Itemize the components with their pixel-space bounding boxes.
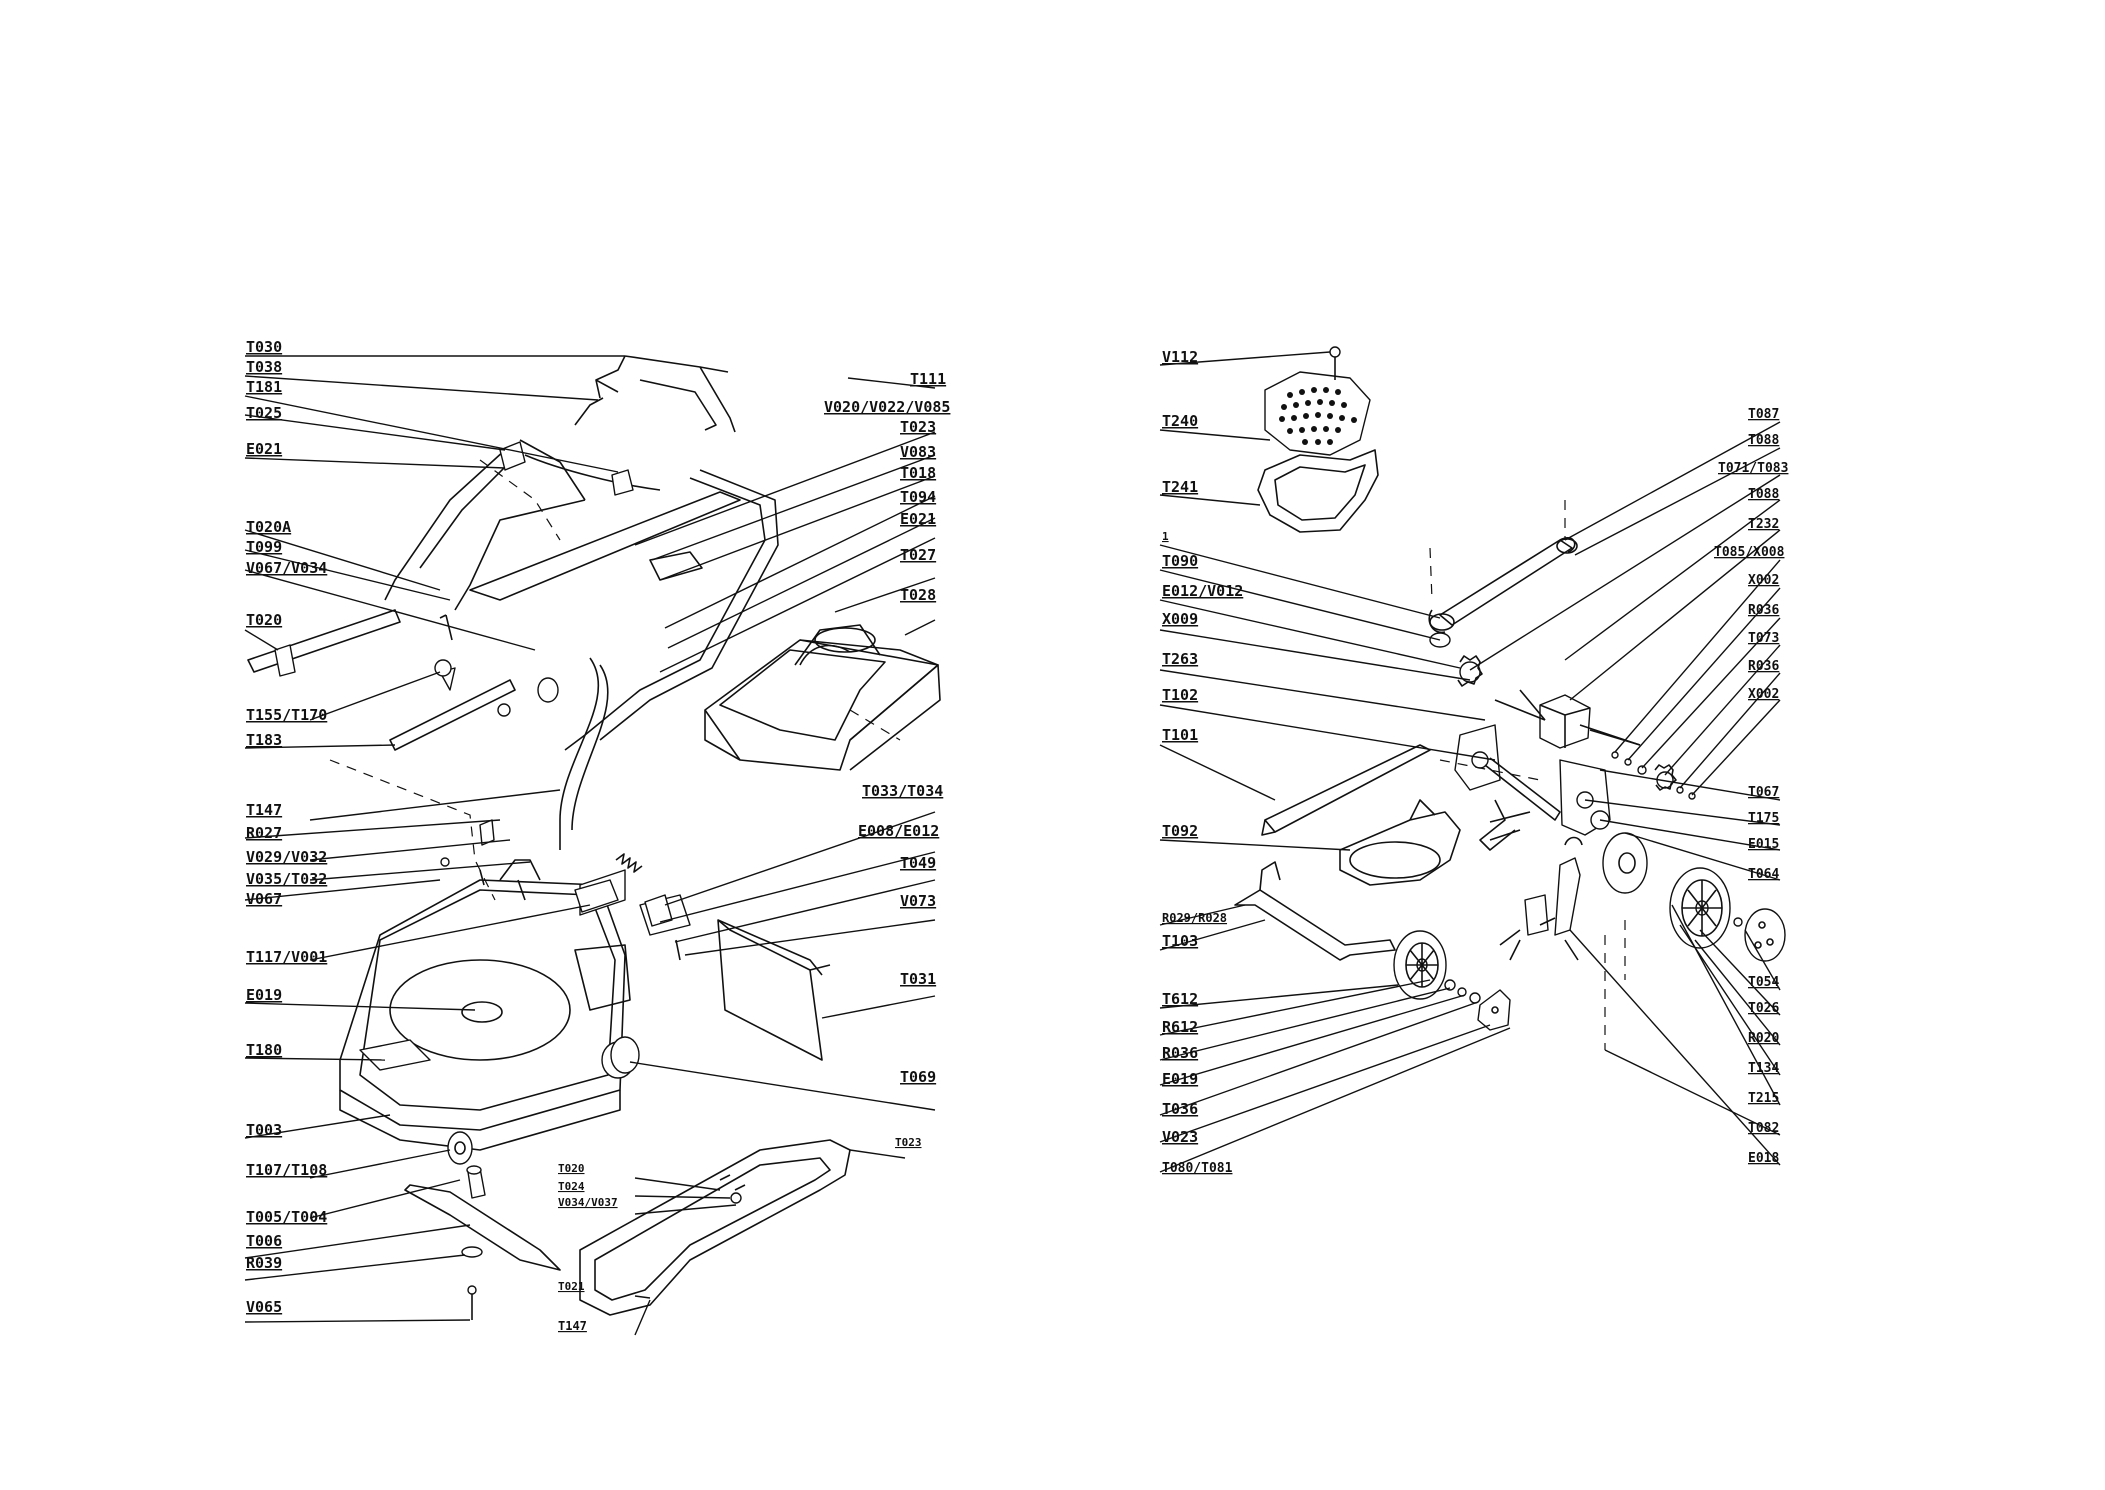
label-t215: T215 xyxy=(1748,1091,1779,1106)
label-v029-v032: V029/V032 xyxy=(246,848,327,866)
label-e021-right: E021 xyxy=(900,510,936,528)
label-t107-t108: T107/T108 xyxy=(246,1161,327,1179)
label-t175: T175 xyxy=(1748,811,1779,826)
label-t102: T102 xyxy=(1162,686,1198,704)
label-t080-t081: T080/T081 xyxy=(1162,1161,1233,1176)
label-t240: T240 xyxy=(1162,412,1198,430)
label-t049: T049 xyxy=(900,854,936,872)
label-r027: R027 xyxy=(246,824,282,842)
label-e021: E021 xyxy=(246,440,282,458)
label-t023-bottom: T023 xyxy=(895,1136,922,1149)
label-t241: T241 xyxy=(1162,478,1198,496)
label-x002-2: X002 xyxy=(1748,687,1779,702)
label-t082: T082 xyxy=(1748,1121,1779,1136)
label-t094: T094 xyxy=(900,488,936,506)
label-e019-right: E019 xyxy=(1162,1070,1198,1088)
label-t087: T087 xyxy=(1748,407,1779,422)
label-t064: T064 xyxy=(1748,867,1779,882)
label-t147-bottom: T147 xyxy=(558,1319,587,1333)
label-t020-bottom: T020 xyxy=(558,1162,585,1175)
label-t005-t004: T005/T004 xyxy=(246,1208,327,1226)
label-r612: R612 xyxy=(1162,1018,1198,1036)
label-t181: T181 xyxy=(246,378,282,396)
label-t155-t170: T155/T170 xyxy=(246,706,327,724)
label-t088-2: T088 xyxy=(1748,487,1779,502)
label-t232: T232 xyxy=(1748,517,1779,532)
label-e018: E018 xyxy=(1748,1151,1779,1166)
label-t134: T134 xyxy=(1748,1061,1779,1076)
label-t067: T067 xyxy=(1748,785,1779,800)
label-r036-r1: R036 xyxy=(1748,603,1779,618)
label-t612: T612 xyxy=(1162,990,1198,1008)
label-v073: V073 xyxy=(900,892,936,910)
label-t033-t034: T033/T034 xyxy=(862,782,943,800)
left-assembly-drawing xyxy=(247,355,941,1320)
label-r039: R039 xyxy=(246,1254,282,1272)
label-v083: V083 xyxy=(900,443,936,461)
label-v023: V023 xyxy=(1162,1128,1198,1146)
label-r029-r028: R029/R028 xyxy=(1162,911,1227,925)
label-x009: X009 xyxy=(1162,610,1198,628)
right-labels: V112 T240 T241 1 T090 E012/V012 X009 T26… xyxy=(1162,348,1788,1176)
label-t038: T038 xyxy=(246,358,282,376)
label-t183: T183 xyxy=(246,731,282,749)
label-t023: T023 xyxy=(900,418,936,436)
label-t028: T028 xyxy=(900,586,936,604)
label-t180: T180 xyxy=(246,1041,282,1059)
label-t018: T018 xyxy=(900,464,936,482)
label-t263: T263 xyxy=(1162,650,1198,668)
label-t099: T099 xyxy=(246,538,282,556)
label-e012-v012: E012/V012 xyxy=(1162,582,1243,600)
label-v067: V067 xyxy=(246,890,282,908)
label-t085-x008: T085/X008 xyxy=(1714,545,1785,560)
left-leader-lines xyxy=(244,355,936,1336)
label-t071-t083: T071/T083 xyxy=(1718,461,1788,476)
label-t027: T027 xyxy=(900,546,936,564)
label-t092: T092 xyxy=(1162,822,1198,840)
label-t030: T030 xyxy=(246,338,282,356)
label-1: 1 xyxy=(1162,530,1169,543)
label-v065: V065 xyxy=(246,1298,282,1316)
label-t036: T036 xyxy=(1162,1100,1198,1118)
label-v020-v022-v085: V020/V022/V085 xyxy=(824,398,950,416)
right-leader-lines xyxy=(1159,351,1781,1173)
label-v067-v034: V067/V034 xyxy=(246,559,327,577)
label-r020: R020 xyxy=(1748,1031,1779,1046)
label-e019: E019 xyxy=(246,986,282,1004)
label-r036-r2: R036 xyxy=(1748,659,1779,674)
label-t006: T006 xyxy=(246,1232,282,1250)
label-t147: T147 xyxy=(246,801,282,819)
label-v112: V112 xyxy=(1162,348,1198,366)
label-t117-v001: T117/V001 xyxy=(246,948,327,966)
label-t021: T021 xyxy=(558,1280,585,1293)
label-t073: T073 xyxy=(1748,631,1779,646)
label-t020: T020 xyxy=(246,611,282,629)
label-t054: T054 xyxy=(1748,975,1779,990)
label-v034-v037: V034/V037 xyxy=(558,1196,618,1209)
label-t031: T031 xyxy=(900,970,936,988)
label-v035-t032: V035/T032 xyxy=(246,870,327,888)
label-t026: T026 xyxy=(1748,1001,1779,1016)
label-t103: T103 xyxy=(1162,932,1198,950)
label-x002: X002 xyxy=(1748,573,1779,588)
label-t003: T003 xyxy=(246,1121,282,1139)
label-t024: T024 xyxy=(558,1180,585,1193)
label-e015: E015 xyxy=(1748,837,1779,852)
label-t101: T101 xyxy=(1162,726,1198,744)
right-assembly-drawing xyxy=(1234,346,1786,1050)
label-t069: T069 xyxy=(900,1068,936,1086)
label-e008-e012: E008/E012 xyxy=(858,822,939,840)
label-t020a: T020A xyxy=(246,518,291,536)
label-t090: T090 xyxy=(1162,552,1198,570)
label-r036: R036 xyxy=(1162,1044,1198,1062)
label-t111: T111 xyxy=(910,370,946,388)
label-t025: T025 xyxy=(246,404,282,422)
label-t088: T088 xyxy=(1748,433,1779,448)
left-labels: T030 T038 T181 T025 E021 T020A T099 V067… xyxy=(246,338,950,1333)
